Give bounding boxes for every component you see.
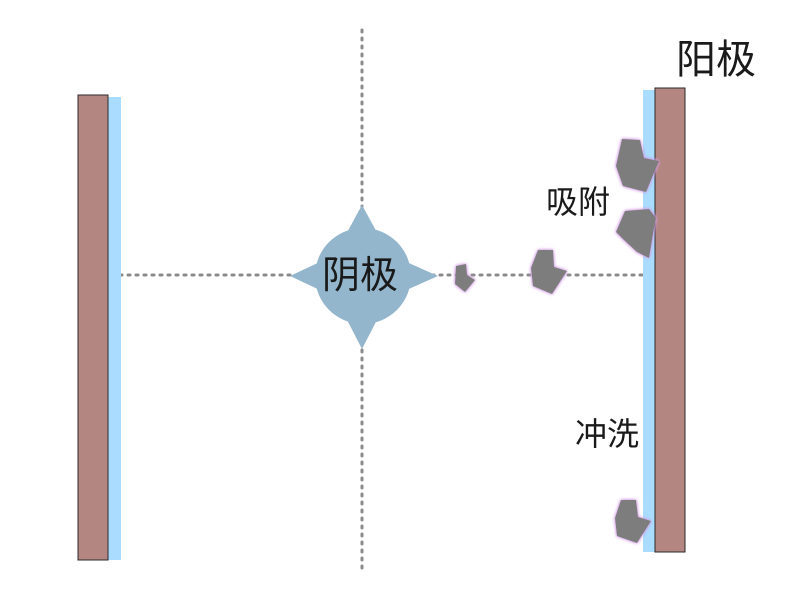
left-plate <box>77 94 109 561</box>
particle-adsorbed-top <box>616 139 659 192</box>
anode-label: 阳极 <box>676 37 756 83</box>
particle-adsorbed-mid <box>616 209 656 258</box>
particle-medium <box>531 250 567 294</box>
particle-rinsed <box>615 500 651 543</box>
anode-plate-film <box>643 90 657 552</box>
cathode-shape <box>290 205 438 349</box>
rinse-label: 冲洗 <box>575 415 640 453</box>
particle-small <box>455 264 475 292</box>
cathode-label: 阴极 <box>322 253 399 297</box>
left-plate-film <box>107 97 121 560</box>
adsorption-label: 吸附 <box>546 183 611 221</box>
anode-plate <box>654 87 686 553</box>
